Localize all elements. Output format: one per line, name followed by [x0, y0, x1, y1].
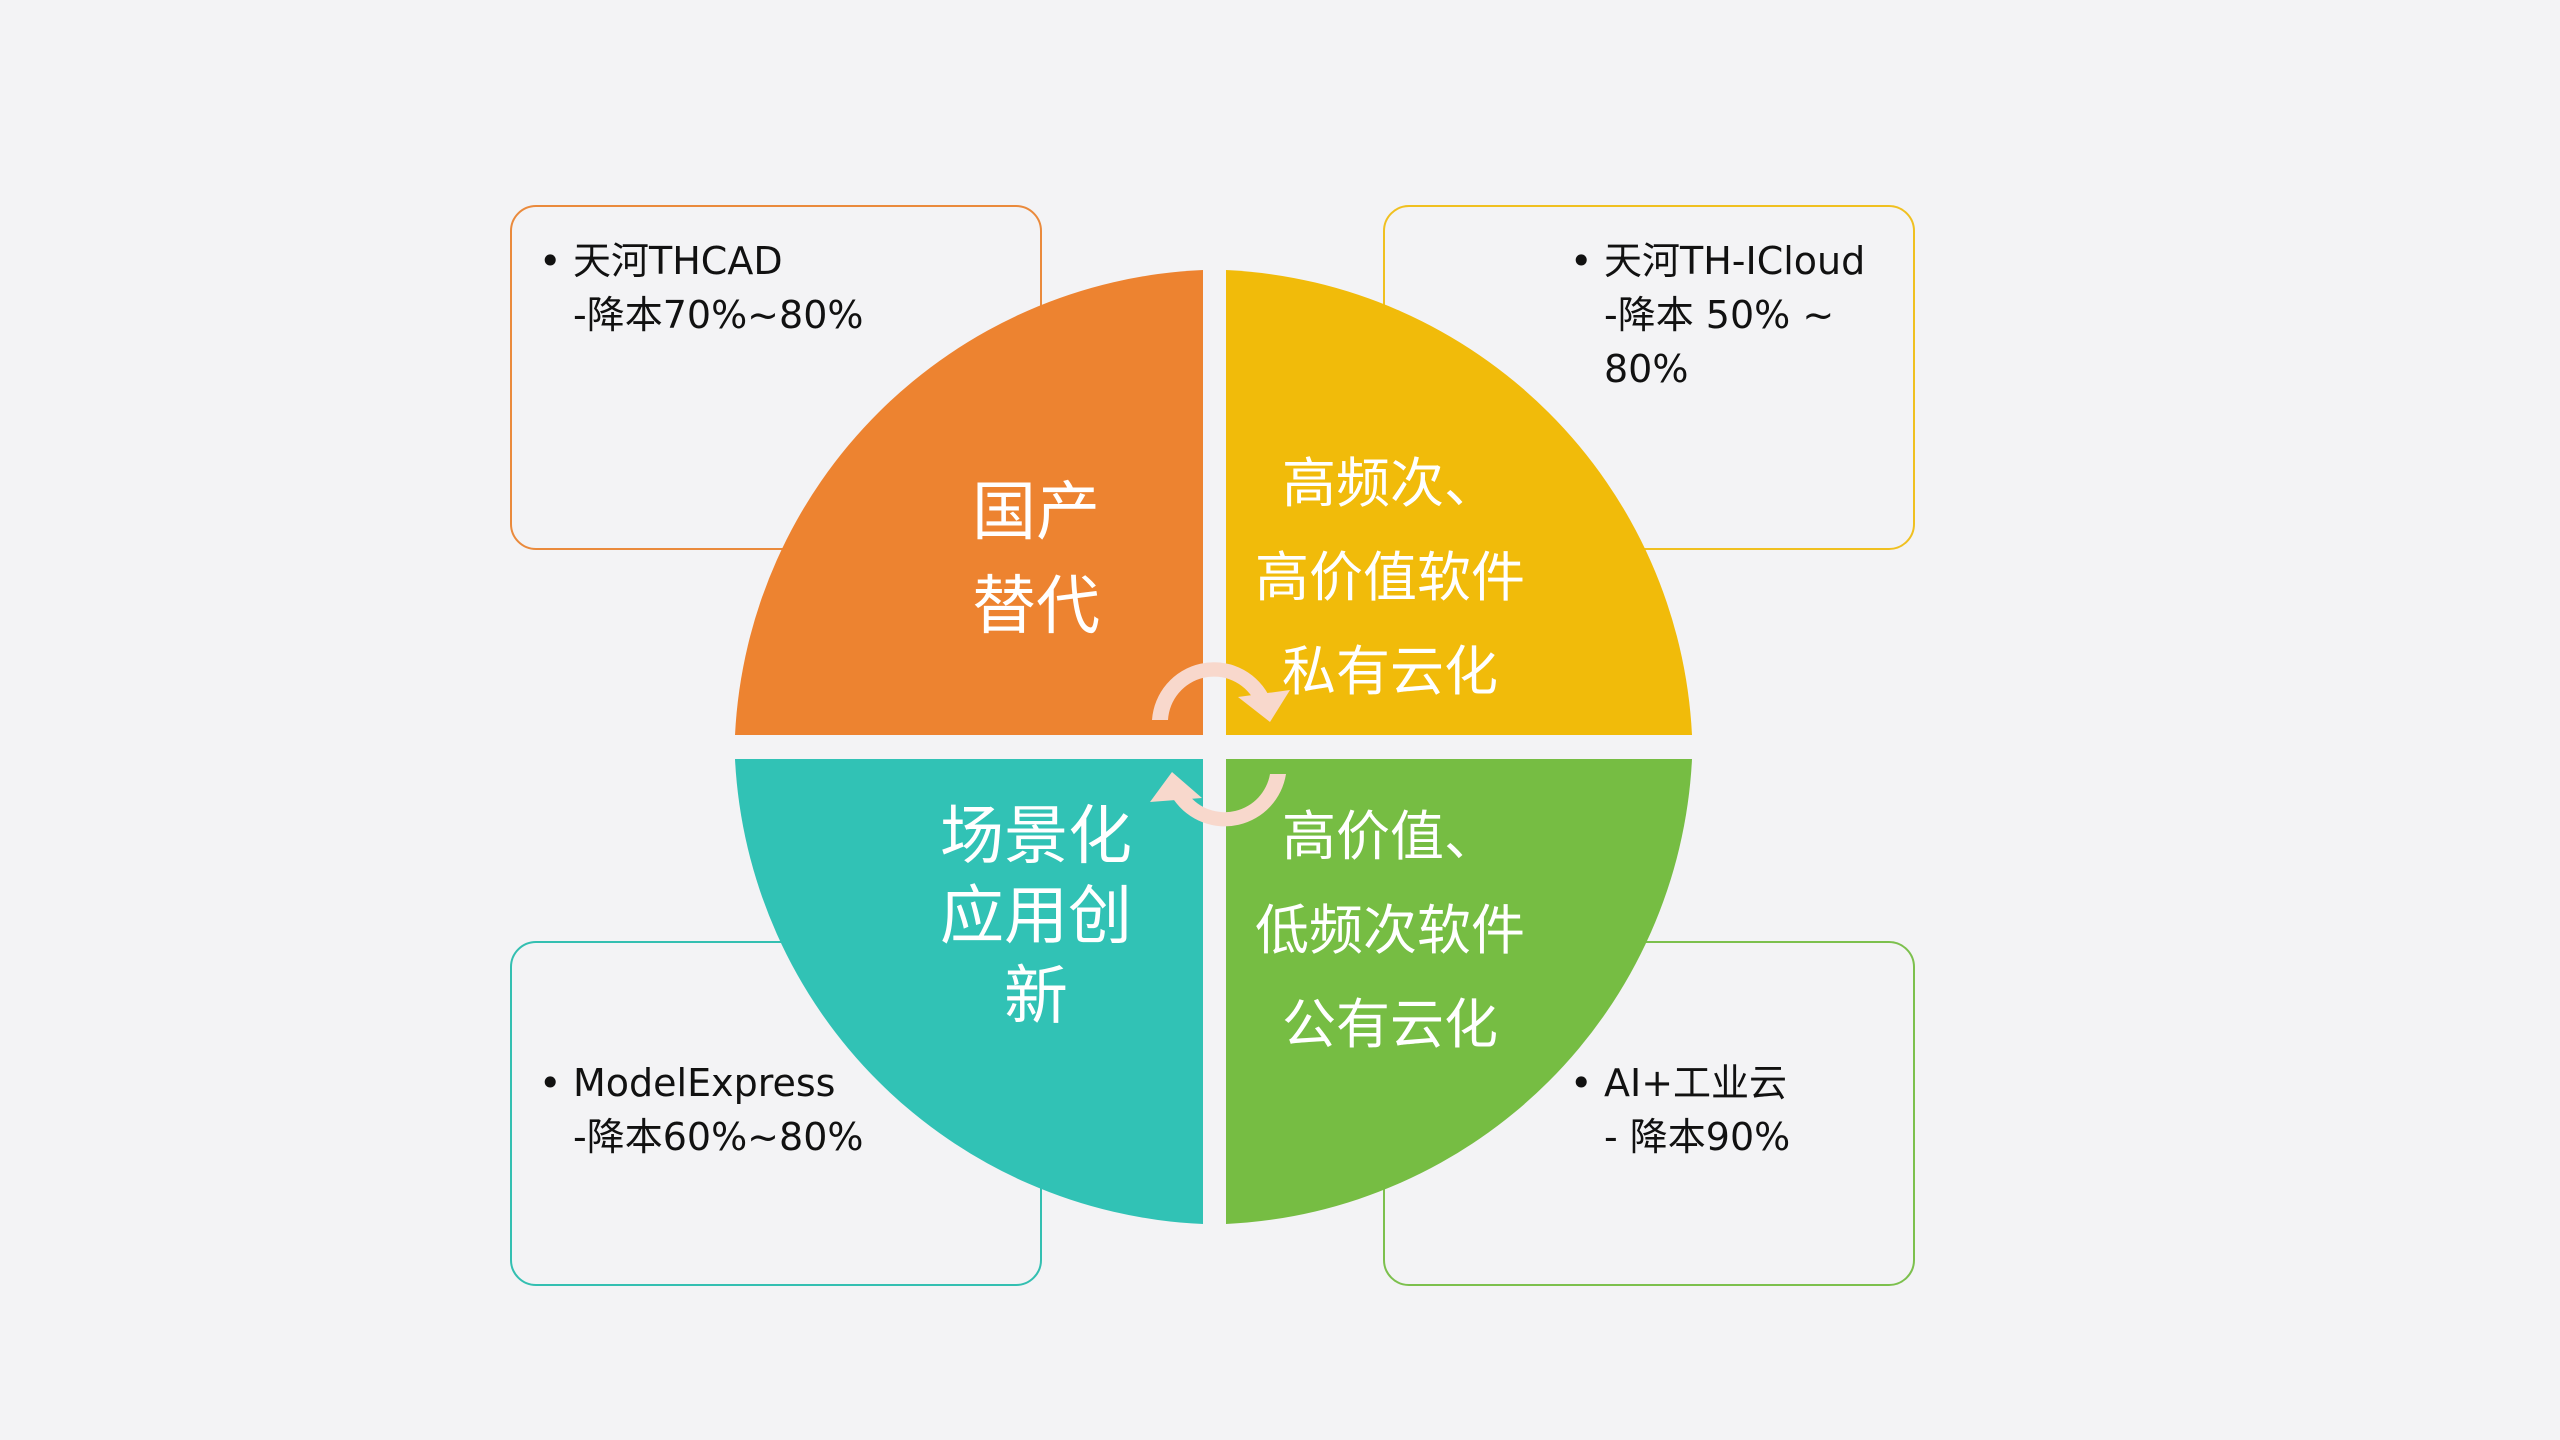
quadrant-top-right — [1226, 270, 1692, 735]
bullet-icon: • — [1570, 1061, 1593, 1105]
box-bottom-right-line-1: AI+工业云 — [1604, 1061, 1788, 1105]
quadrant-top-left-label: 国产 替代 — [936, 466, 1136, 654]
box-top-right-text: • 天河TH-ICloud -降本 50% ~ 80% — [1570, 234, 1866, 396]
box-bottom-left-text: • ModelExpress -降本60%~80% — [539, 1056, 864, 1164]
bullet-icon: • — [539, 239, 562, 283]
quadrant-bottom-left — [735, 759, 1203, 1224]
quadrant-bottom-right-line-1: 高价值、 — [1282, 805, 1498, 868]
quadrant-top-right-line-2: 高价值软件 — [1255, 546, 1525, 609]
quadrant-top-right-label: 高频次、 高价值软件 私有云化 — [1232, 437, 1548, 719]
quadrant-bottom-right-label: 高价值、 低频次软件 公有云化 — [1232, 790, 1548, 1072]
quadrant-top-left-line-2: 替代 — [972, 570, 1100, 644]
box-top-left-line-2: -降本70%~80% — [573, 293, 864, 337]
quadrant-bottom-left-line-1: 场景化 — [940, 800, 1132, 874]
box-top-right-line-2: -降本 50% ~ — [1604, 293, 1835, 337]
quadrant-bottom-left-line-3: 新 — [1004, 960, 1068, 1034]
quadrant-top-right-line-3: 私有云化 — [1282, 640, 1498, 703]
quadrant-bottom-left-label: 场景化 应用创 新 — [896, 797, 1176, 1037]
box-top-right-line-3: 80% — [1604, 347, 1689, 391]
quadrant-bottom-right-line-3: 公有云化 — [1282, 993, 1498, 1056]
box-bottom-right-text: • AI+工业云 - 降本90% — [1570, 1056, 1791, 1164]
quadrant-bottom-right — [1226, 759, 1692, 1224]
quadrant-bottom-left-line-2: 应用创 — [940, 880, 1132, 954]
circular-arrows-icon — [1150, 662, 1290, 827]
bullet-icon: • — [539, 1061, 562, 1105]
bullet-icon: • — [1570, 239, 1593, 283]
box-bottom-right-line-2: - 降本90% — [1604, 1115, 1791, 1159]
quadrant-bottom-right-line-2: 低频次软件 — [1255, 899, 1525, 962]
box-top-right-line-1: 天河TH-ICloud — [1604, 239, 1866, 283]
box-bottom-left-line-2: -降本60%~80% — [573, 1115, 864, 1159]
quadrant-top-left-line-1: 国产 — [972, 476, 1100, 550]
box-top-left-text: • 天河THCAD -降本70%~80% — [539, 234, 864, 342]
quadrant-top-left — [735, 270, 1203, 735]
quadrant-top-right-line-1: 高频次、 — [1282, 452, 1498, 515]
box-bottom-left-line-1: ModelExpress — [573, 1061, 836, 1105]
box-top-left-line-1: 天河THCAD — [573, 239, 783, 283]
